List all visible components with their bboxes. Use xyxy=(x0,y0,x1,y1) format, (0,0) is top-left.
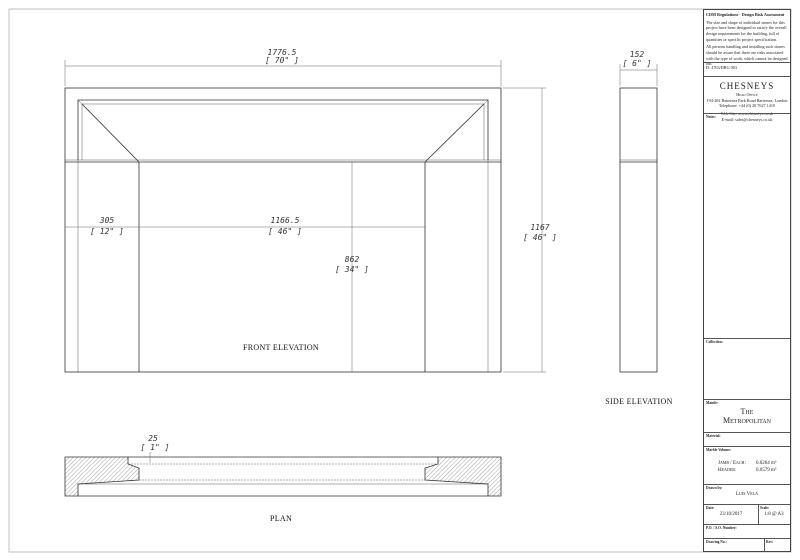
opening-height-label: 862 xyxy=(345,255,360,264)
cdm-section: CDM Regulations - Design Risk Assessment… xyxy=(706,12,790,67)
material-label: Material: xyxy=(706,434,721,438)
title-block: CDM Regulations - Design Risk Assessment… xyxy=(703,9,791,552)
leg-width-inch-label: [ 12" ] xyxy=(90,227,124,236)
drawn-label: Drawn by: xyxy=(706,486,723,490)
jamb-label: Jamb / Each: xyxy=(718,461,746,466)
front-inner-frame xyxy=(77,99,489,160)
plan-label: PLAN xyxy=(270,514,292,523)
material-row: Material: xyxy=(704,432,790,446)
side-dimensions xyxy=(619,64,658,86)
po-row: P.O. / S.O. Number: xyxy=(704,524,790,538)
company-row: CHESNEYS Head Office 194-202 Battersea P… xyxy=(704,76,790,122)
front-dimensions xyxy=(64,60,546,373)
plan-view xyxy=(64,456,502,497)
cdm-text: The size and shape of individual stones … xyxy=(706,19,787,42)
volume-row: Marble Volume: Jamb / Each: Header: 0.02… xyxy=(704,446,790,484)
jamb-value: 0.0264 m³ xyxy=(756,461,777,466)
overall-width-label: 1776.5 xyxy=(268,48,297,57)
collection-label: Collection: xyxy=(706,340,723,344)
front-mitre-right-2 xyxy=(426,99,489,161)
mantle-label: Mantle: xyxy=(706,401,719,405)
volume-label: Marble Volume: xyxy=(706,448,732,452)
front-mitre-left-2 xyxy=(77,99,138,161)
mantle-name: The Metropolitan xyxy=(723,406,771,426)
collection-row: Collection: xyxy=(704,338,790,399)
side-outline xyxy=(619,87,658,373)
side-elevation-label: SIDE ELEVATION xyxy=(605,397,672,406)
overall-height-inch-label: [ 46" ] xyxy=(523,233,557,242)
telephone: Telephone: +44 (0) 20 7627 1410 xyxy=(718,103,776,109)
cdm-heading: CDM Regulations - Design Risk Assessment xyxy=(706,12,785,17)
overall-height-label: 1167 xyxy=(530,223,549,232)
drawn-row: Drawn by: Luis Vela xyxy=(704,484,790,504)
date-scale-row: Date: 23/10/2017 Scale: 1:8 @ A3 xyxy=(704,504,790,524)
scale-label: Scale: xyxy=(760,506,770,510)
drawn-by: Luis Vela xyxy=(735,491,759,497)
reference-row: D: 4763/DRG 003 xyxy=(704,62,790,76)
overall-width-inch-label: [ 70" ] xyxy=(265,56,299,65)
header-label: Header: xyxy=(718,467,737,473)
opening-width-label: 1166.5 xyxy=(271,216,300,225)
po-label: P.O. / S.O. Number: xyxy=(706,526,737,530)
rebate-label: 25 xyxy=(148,434,158,443)
depth-label: 152 xyxy=(630,50,645,59)
date-label: Date: xyxy=(706,506,715,510)
cdm-text-2: All persons handling and installing such… xyxy=(706,44,788,67)
drawing-no-label: Drawing No.: xyxy=(706,540,727,544)
mantle-row: Mantle: The Metropolitan xyxy=(704,399,790,426)
leg-width-label: 305 xyxy=(99,216,115,225)
rev-label: Rev: xyxy=(766,540,774,544)
front-inner-frame-2 xyxy=(81,103,485,160)
side-elevation xyxy=(619,87,658,373)
company-name: CHESNEYS xyxy=(719,81,775,91)
opening-width-inch-label: [ 46" ] xyxy=(268,227,302,236)
rebate-inch-label: [ 1" ] xyxy=(141,443,170,452)
date-value: 23/10/2017 xyxy=(719,511,743,517)
notes-row: Notes: xyxy=(704,113,790,338)
front-elevation xyxy=(64,87,502,373)
opening-height-inch-label: [ 34" ] xyxy=(335,265,369,274)
email-address: E-mail: sales@chesneys.co.uk xyxy=(721,116,773,122)
header-value: 0.0579 m³ xyxy=(756,467,777,473)
plan-right-jamb xyxy=(424,456,502,497)
office-heading: Head Office xyxy=(736,92,758,98)
scale-value: 1:8 @ A3 xyxy=(764,511,784,517)
address: 194-202 Battersea Park Road Battersea, L… xyxy=(706,97,788,103)
sheet-border xyxy=(8,8,792,553)
plan-left-jamb xyxy=(64,456,140,497)
notes-label: Notes: xyxy=(706,115,716,119)
reference-number: D: 4763/DRG 003 xyxy=(706,65,737,70)
drawing-number-row: Drawing No.: Rev: xyxy=(704,538,790,552)
front-outline xyxy=(64,87,502,373)
front-elevation-label: FRONT ELEVATION xyxy=(243,343,319,352)
depth-inch-label: [ 6" ] xyxy=(623,59,652,68)
